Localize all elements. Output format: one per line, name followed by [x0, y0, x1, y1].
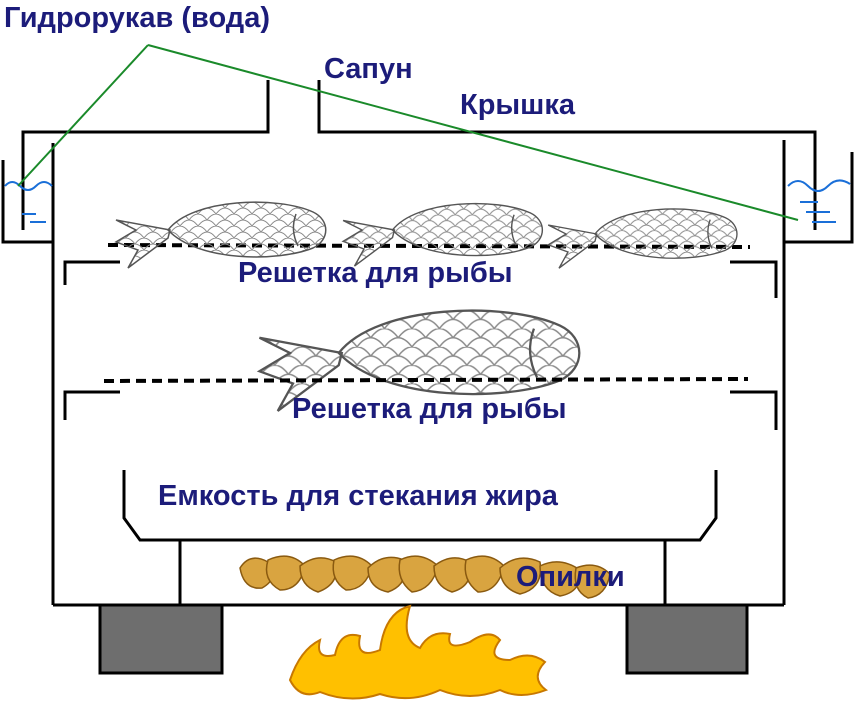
fire-icon [288, 604, 549, 700]
firebox [178, 540, 667, 605]
left-leg [98, 603, 224, 675]
lid-label: Крышка [460, 89, 576, 121]
water-seal-left [1, 160, 53, 244]
hose-leader-lines [17, 44, 799, 221]
sawdust-icon [239, 555, 611, 599]
hose-label: Гидрорукав (вода) [4, 2, 270, 34]
sawdust-label: Опилки [516, 561, 625, 593]
breather-label: Сапун [324, 53, 413, 85]
drip-tray [122, 470, 718, 542]
lower-grate [63, 377, 778, 430]
drip-tray-label: Емкость для стекания жира [158, 480, 559, 512]
right-leg [625, 603, 749, 675]
lower-grate-label: Решетка для рыбы [292, 393, 567, 425]
water-wave-icon [787, 179, 851, 192]
water-wave-icon [4, 181, 53, 191]
fish-icon [547, 208, 738, 269]
water-seal-right [784, 152, 854, 244]
upper-grate-label: Решетка для рыбы [238, 257, 513, 289]
